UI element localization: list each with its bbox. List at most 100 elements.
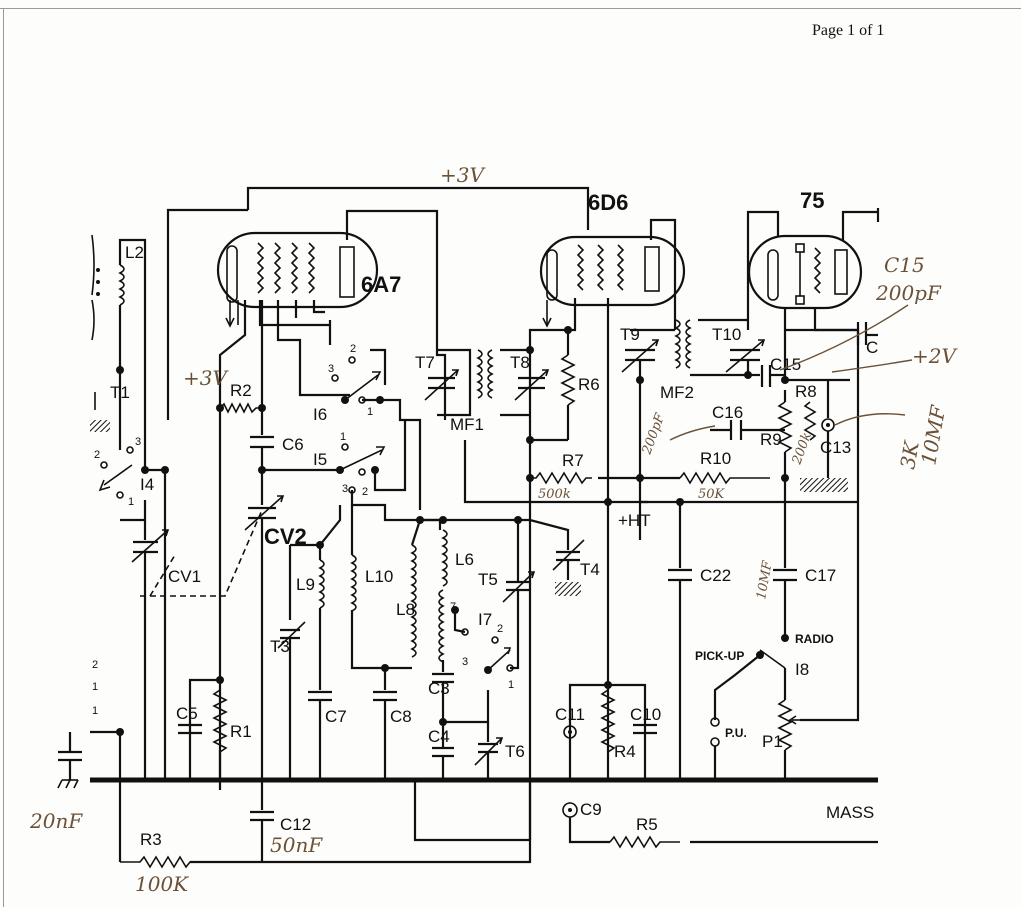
- label-c15: C15: [770, 355, 801, 374]
- i6-contact-1: 1: [367, 406, 373, 418]
- label-plus-ht: +HT: [618, 511, 651, 530]
- edge-contact-2: 2: [92, 659, 98, 671]
- label-c9: C9: [580, 800, 602, 819]
- plus-3v-top-label: +3V: [440, 163, 486, 187]
- scan-border-left: [3, 8, 4, 907]
- label-c5: C5: [176, 704, 198, 723]
- left-edge-contacts: 2 1 1: [57, 659, 98, 789]
- label-t10: T10: [712, 325, 741, 344]
- bottom-network: C12 R3 C9 R5: [118, 780, 878, 869]
- note-c13-r: 3K: [895, 438, 924, 470]
- tube-6a7-label: 6A7: [361, 272, 401, 297]
- label-t6: T6: [505, 742, 525, 761]
- label-pick-up: PICK-UP: [695, 649, 744, 663]
- oscillator-column: +3V R2 C6 CV2: [183, 300, 340, 780]
- tube-6a7: 6A7: [216, 209, 439, 790]
- i5-contact-2: 2: [362, 486, 368, 498]
- label-c10: C10: [630, 705, 661, 724]
- label-r10: R10: [700, 449, 731, 468]
- label-c16: C16: [712, 403, 743, 422]
- label-t3: T3: [270, 637, 290, 656]
- label-l6: L6: [455, 550, 474, 569]
- label-c8: C8: [390, 707, 412, 726]
- label-t5: T5: [478, 570, 498, 589]
- detector-network: C16 R9 R10 +HT: [604, 390, 858, 530]
- label-r8: R8: [795, 382, 817, 401]
- label-mf1: MF1: [450, 415, 484, 434]
- label-l8: L8: [396, 600, 415, 619]
- cv1-capacitor: CV1: [131, 509, 263, 780]
- tube-6d6-label: 6D6: [588, 190, 628, 215]
- label-cv1: CV1: [168, 567, 201, 586]
- switch-i8: RADIO PICK-UP I8 P.U. P1: [695, 632, 834, 780]
- label-t4: T4: [580, 560, 600, 579]
- label-c11: C11: [555, 705, 585, 724]
- i7-contact-1: 1: [508, 679, 514, 691]
- i7-contact-3: 3: [462, 656, 468, 668]
- note-left-cap: 20nF: [29, 809, 83, 833]
- label-radio: RADIO: [795, 632, 834, 646]
- label-c: C: [866, 338, 878, 357]
- label-c7: C7: [325, 707, 347, 726]
- note-r3-value: 100K: [135, 872, 189, 896]
- note-plus-2v: +2V: [912, 344, 958, 368]
- label-c17: C17: [805, 566, 836, 585]
- label-i6: I6: [313, 405, 327, 424]
- scan-border-top: [0, 8, 1021, 9]
- label-l10: L10: [365, 567, 393, 586]
- note-r9-value: 200k: [789, 430, 815, 467]
- note-r10-value: 50K: [698, 487, 726, 502]
- rf-coils: L8 L6 C3 C4 T6 7: [396, 516, 600, 780]
- label-t7: T7: [415, 353, 435, 372]
- plus-3v-rail: +3V: [166, 163, 590, 420]
- label-pu: P.U.: [725, 726, 747, 740]
- edge-contact-1b: 1: [92, 705, 98, 717]
- switch-i5: 1 2 3 I5: [313, 420, 442, 530]
- tube-75-label: 75: [800, 188, 824, 213]
- label-r6: R6: [578, 375, 600, 394]
- note-c13-c: 10MF: [916, 403, 950, 467]
- note-c17-value: 10MF: [754, 559, 776, 601]
- antenna-section: L2 T1 3 2 1 I4: [90, 234, 169, 780]
- filter-capacitors: C22 C17: [668, 478, 836, 780]
- agc-network: C5 R1: [90, 676, 252, 780]
- label-r7: R7: [562, 451, 584, 470]
- r7-value: 500k: [538, 487, 571, 502]
- audio-filter: C11 R4 C10: [555, 681, 661, 780]
- label-r1: R1: [230, 722, 252, 741]
- label-r3: R3: [140, 830, 162, 849]
- note-c12-value: 50nF: [270, 833, 323, 857]
- i7-contact-2: 2: [497, 623, 503, 635]
- label-c4: C4: [428, 727, 450, 746]
- label-i7: I7: [478, 610, 492, 629]
- label-l9: L9: [296, 575, 315, 594]
- label-c22: C22: [700, 566, 731, 585]
- page-number: Page 1 of 1: [812, 22, 885, 39]
- label-r5: R5: [636, 815, 658, 834]
- label-t9: T9: [620, 325, 640, 344]
- i4-contact-3: 3: [135, 436, 141, 448]
- i4-contact-1: 1: [128, 496, 134, 508]
- edge-contact-1a: 1: [92, 681, 98, 693]
- label-c13: C13: [820, 438, 851, 457]
- resistor-r6: R6: [530, 326, 600, 442]
- label-c3: C3: [428, 679, 450, 698]
- switch-i6: 3 2 1 I6: [313, 320, 422, 510]
- oscillator-coils: L9 C7 T3 L10 C8: [270, 505, 412, 780]
- tube-6d6: 6D6: [528, 190, 686, 790]
- label-c12: C12: [280, 815, 311, 834]
- i6-contact-2: 2: [350, 343, 356, 355]
- label-p1: P1: [762, 732, 783, 751]
- if-transformer-mf1: T7 T8 MF1: [415, 330, 648, 504]
- i5-contact-1: 1: [340, 431, 346, 443]
- label-l2: L2: [125, 243, 144, 262]
- output-coupling: C15 C R8 C13: [748, 322, 878, 492]
- i6-contact-3: 3: [328, 363, 334, 375]
- label-i8: I8: [795, 660, 809, 679]
- label-r4: R4: [614, 742, 636, 761]
- mass-label: MASS: [826, 803, 874, 822]
- label-i5: I5: [313, 450, 327, 469]
- label-i4: I4: [140, 475, 154, 494]
